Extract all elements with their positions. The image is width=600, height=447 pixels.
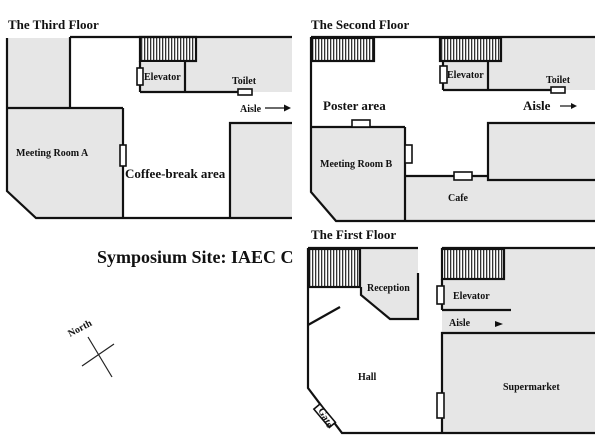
poster-area-label: Poster area [323, 98, 386, 113]
first-floor-elevator-label: Elevator [453, 291, 490, 302]
meeting-room-b-north-door[interactable] [351, 119, 371, 128]
second-floor-elevator-label: Elevator [447, 70, 484, 81]
third-floor-aisle-arrow-icon [265, 104, 291, 112]
second-floor-elevator[interactable] [443, 61, 488, 90]
cafe-label: Cafe [448, 193, 469, 204]
second-floor-east-room [488, 123, 595, 180]
second-floor-toilet-area[interactable] [488, 38, 595, 90]
second-floor-stairs-west [310, 36, 376, 63]
meeting-room-b-east-door[interactable] [404, 144, 413, 164]
compass-axis-north [87, 336, 113, 378]
second-floor-title: The Second Floor [311, 17, 409, 32]
second-floor-aisle-label: Aisle [523, 98, 551, 113]
reception-wall [359, 273, 420, 321]
reception[interactable] [361, 249, 418, 319]
third-floor-toilet-area[interactable] [185, 38, 292, 92]
third-floor-nw-room [7, 38, 70, 108]
third-floor-aisle-label: Aisle [240, 104, 262, 115]
meeting-room-b[interactable] [311, 127, 405, 221]
cafe[interactable] [405, 177, 595, 221]
third-floor-east-room [230, 123, 292, 218]
second-floor-elevator-door[interactable] [439, 65, 448, 84]
first-floor-stairs-east [440, 247, 506, 281]
meeting-room-b-label: Meeting Room B [320, 159, 393, 170]
third-floor-elevator-door[interactable] [136, 67, 144, 86]
reception-label: Reception [367, 283, 410, 294]
third-floor-toilet-label: Toilet [232, 76, 257, 87]
third-floor-elevator-label: Elevator [144, 72, 181, 83]
supermarket[interactable] [442, 333, 595, 433]
first-floor-east-room [504, 249, 595, 279]
first-floor-stairs-west [307, 247, 362, 289]
supermarket-label: Supermarket [503, 382, 560, 393]
site-title: Symposium Site: IAEC C [97, 247, 294, 267]
third-floor-plan: The Third Floor Elevator Toilet Aisle Me… [5, 17, 292, 220]
hall-label: Hall [358, 372, 377, 383]
meeting-room-a[interactable] [7, 108, 123, 218]
gate-label: Gate [315, 406, 335, 430]
second-floor-outer-wall [309, 37, 595, 223]
meeting-room-a-label: Meeting Room A [16, 148, 89, 159]
compass-north-icon: North [66, 318, 115, 378]
first-floor-title: The First Floor [311, 227, 396, 242]
third-floor-toilet-door[interactable] [237, 88, 253, 96]
third-floor-stairs [138, 35, 198, 63]
cafe-door[interactable] [453, 171, 473, 181]
compass-axis-east [81, 343, 115, 367]
wall [228, 121, 292, 218]
meeting-room-a-door[interactable] [119, 144, 127, 167]
second-floor-plan: The Second Floor Elevator Toilet Aisle [309, 17, 595, 223]
first-floor-elevator-door[interactable] [436, 285, 445, 305]
second-floor-aisle-arrow-icon [560, 103, 577, 109]
third-floor-outer-wall [5, 38, 292, 220]
hall-partition [307, 306, 341, 326]
coffee-break-area-label: Coffee-break area [125, 166, 226, 181]
first-floor-elevator[interactable] [442, 278, 595, 334]
third-floor-elevator[interactable] [140, 63, 185, 92]
supermarket-door[interactable] [436, 392, 445, 419]
third-floor-title: The Third Floor [8, 17, 99, 32]
wall [486, 121, 595, 182]
first-floor-aisle-arrow-icon [495, 321, 503, 327]
gate-door[interactable] [312, 402, 337, 429]
first-floor-aisle-label: Aisle [449, 318, 471, 329]
compass-north-label: North [66, 318, 94, 340]
second-floor-toilet-label: Toilet [546, 75, 571, 86]
first-floor-plan: The First Floor Reception Elevator Aisle… [306, 227, 595, 435]
second-floor-toilet-door[interactable] [550, 86, 566, 94]
second-floor-stairs-east [438, 36, 503, 63]
